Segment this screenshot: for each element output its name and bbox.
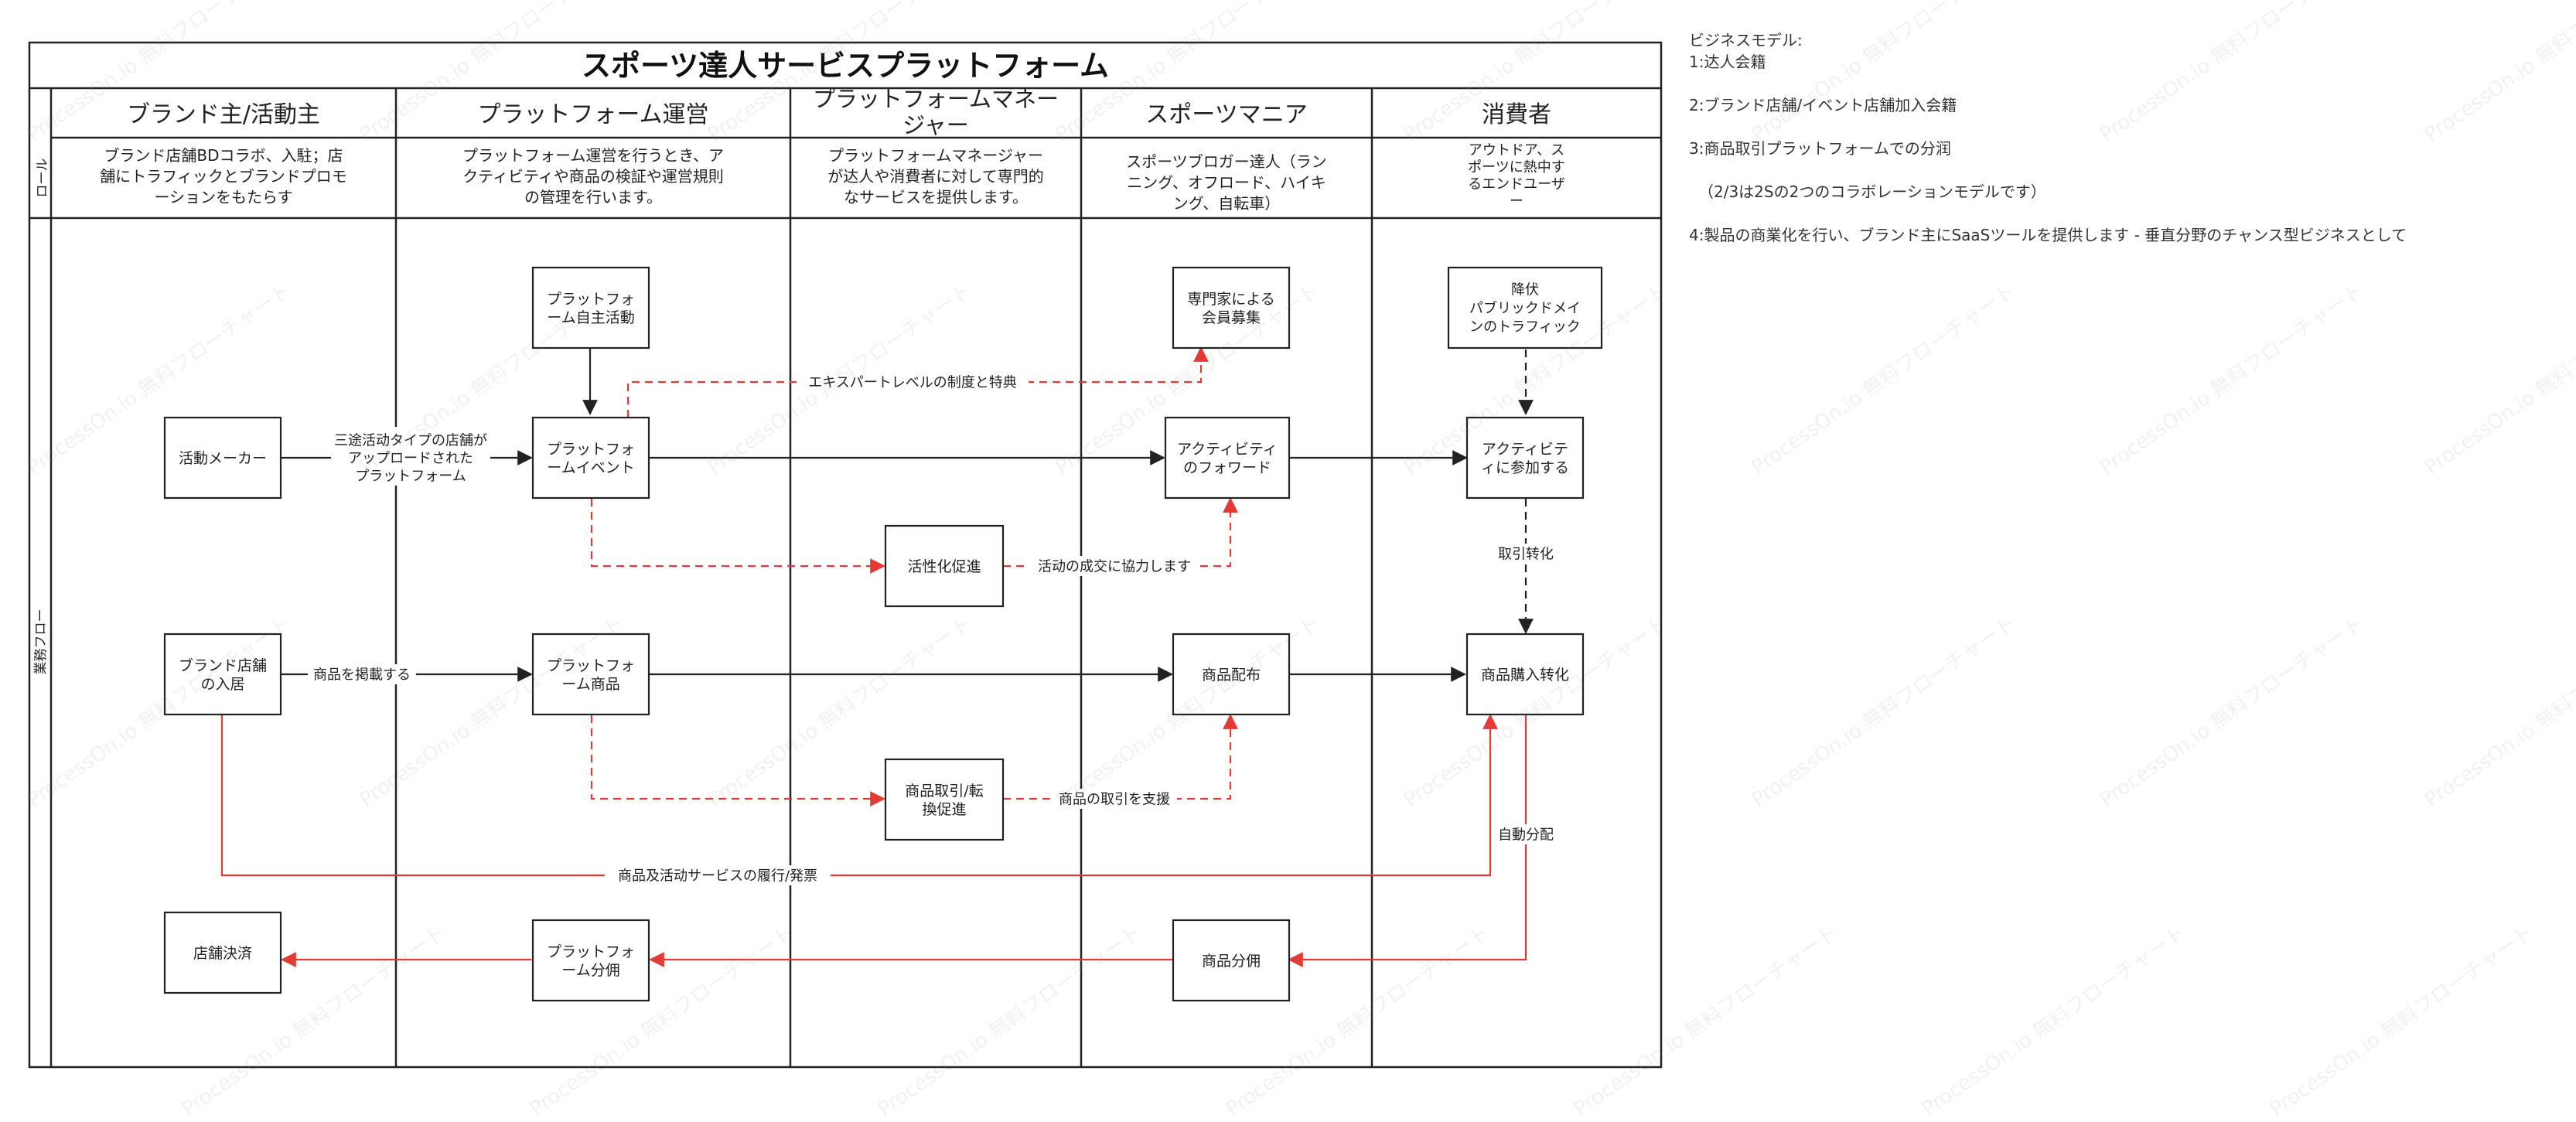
flow-nodes: [163, 266, 1603, 1002]
role-description: スポーツブロガー達人（ランニング、オフロード、ハイキング、自転車）: [1126, 152, 1327, 213]
edge-label: 三途活动タイプの店舗がアップロードされたプラットフォーム: [334, 432, 487, 484]
edge-trade-to-distribution: [1003, 714, 1238, 800]
role-description: プラットフォームマネージャーが达人や消費者に対して専門的なサービスを提供します。: [827, 146, 1043, 206]
edge-label: エキスパートレベルの制度と特典: [808, 374, 1016, 390]
node-platform-commission: [531, 919, 650, 1002]
note-line: [1689, 116, 2407, 138]
node-label: 専門家による会員募集: [1187, 291, 1274, 326]
node-label: 商品分佣: [1202, 953, 1261, 970]
edge-fulfillment: [220, 714, 1498, 877]
lane-header: 消費者: [1482, 101, 1551, 128]
edge-label: 自動分配: [1498, 827, 1554, 843]
row-label-flow: 業務フロー: [33, 609, 49, 675]
role-description: ブランド店舗BDコラボ、入駐；店舗にトラフィックとブランドプロモーションをもたら…: [100, 146, 347, 206]
lane-header: ブランド主/活動主: [127, 101, 320, 128]
edge-product-to-trade: [590, 715, 885, 807]
node-join-activity: [1465, 416, 1585, 500]
node-label: 活動メーカー: [179, 450, 267, 467]
node-label: アクティビティに参加する: [1481, 441, 1569, 476]
node-public-traffic: [1447, 266, 1603, 350]
red-connectors: [220, 346, 1527, 967]
node-label: プラットフォーム商品: [547, 657, 635, 693]
node-platform-product: [531, 633, 650, 716]
node-product-commission: [1172, 919, 1291, 1002]
node-label: 活性化促進: [907, 558, 981, 575]
note-line: 4:製品の商業化を行い、ブランド主にSaaSツールを提供します - 垂直分野のチ…: [1689, 226, 2407, 244]
node-label: 商品購入转化: [1481, 667, 1569, 684]
edge-label: 取引转化: [1498, 546, 1554, 562]
node-label: 店舗決済: [193, 945, 252, 962]
node-label: プラットフォーム自主活動: [547, 291, 635, 326]
edge-label: 商品の取引を支援: [1059, 791, 1170, 807]
swimlane-diagram: スポーツ達人サービスプラットフォーム ロール 業務フロー ブランド主/活動主 プ…: [28, 41, 1663, 1069]
node-label: ブランド店舗の入居: [179, 656, 267, 693]
node-activity-maker: [163, 416, 282, 500]
node-label: 商品取引/転換促進: [905, 783, 983, 818]
node-labels: 活動メーカー ブランド店舗の入居 店舗決済 プラットフォーム自主活動 プラットフ…: [179, 281, 1581, 978]
role-description: プラットフォーム運営を行うとき、アクティビティや商品の検証や運営規則の管理を行い…: [462, 146, 724, 206]
diagram-title: スポーツ達人サービスプラットフォーム: [582, 49, 1109, 83]
edge-label: 活动の成交に協力します: [1038, 558, 1191, 575]
node-product-distribution: [1172, 633, 1291, 716]
edge-label: 商品及活动サービスの履行/発票: [618, 868, 817, 884]
lane-header: スポーツマニア: [1145, 101, 1307, 128]
node-platform-event: [531, 416, 650, 500]
node-trade-promo: [884, 758, 1005, 841]
edge-activation-to-forward: [1003, 497, 1238, 568]
edge-auto-split: [1288, 715, 1527, 967]
row-label-role: ロール: [35, 159, 50, 198]
node-label: プラットフォーム分佣: [547, 943, 635, 979]
node-label: 降伏パブリックドメインのトラフィック: [1469, 281, 1581, 335]
node-store-settlement: [163, 911, 282, 994]
node-label: アクティビティのフォワード: [1177, 441, 1278, 476]
role-description: アウトドア、スポーツに熱中するエンドユーザー: [1468, 142, 1565, 210]
note-line: [1689, 159, 2407, 181]
note-line: 2:ブランド店舗/イベント店舗加入会籍: [1689, 96, 1957, 114]
note-line: [1689, 203, 2407, 224]
node-activity-forward: [1164, 416, 1291, 500]
edge-label: 商品を掲載する: [313, 667, 411, 683]
node-brand-store: [163, 633, 282, 716]
note-line: 1:达人会籍: [1689, 53, 1766, 71]
node-label: プラットフォームイベント: [547, 441, 635, 476]
node-self-activity: [531, 266, 650, 350]
lane-header: プラットフォーム運営: [477, 101, 708, 128]
note-line: （2/3は2Sの2つのコラボレーションモデルです）: [1698, 182, 2046, 201]
note-line: ビジネスモデル:: [1689, 31, 1803, 49]
node-activation: [884, 524, 1005, 608]
diagram-frame: [28, 41, 1663, 1069]
black-connectors: [281, 348, 1534, 682]
node-expert-recruit: [1172, 266, 1291, 350]
edge-event-to-activation: [590, 499, 885, 574]
lane-header: プラットフォームマネージャー: [813, 86, 1059, 138]
note-line: 3:商品取引プラットフォームでの分润: [1689, 139, 1951, 158]
node-label: 商品配布: [1202, 667, 1261, 684]
note-line: [1689, 73, 2407, 94]
edge-labels: 三途活动タイプの店舗がアップロードされたプラットフォーム 商品を掲載する エキス…: [308, 372, 1559, 885]
node-purchase-conversion: [1465, 633, 1585, 716]
business-model-notes: ビジネスモデル: 1:达人会籍 2:ブランド店舗/イベント店舗加入会籍 3:商品…: [1689, 29, 2407, 246]
